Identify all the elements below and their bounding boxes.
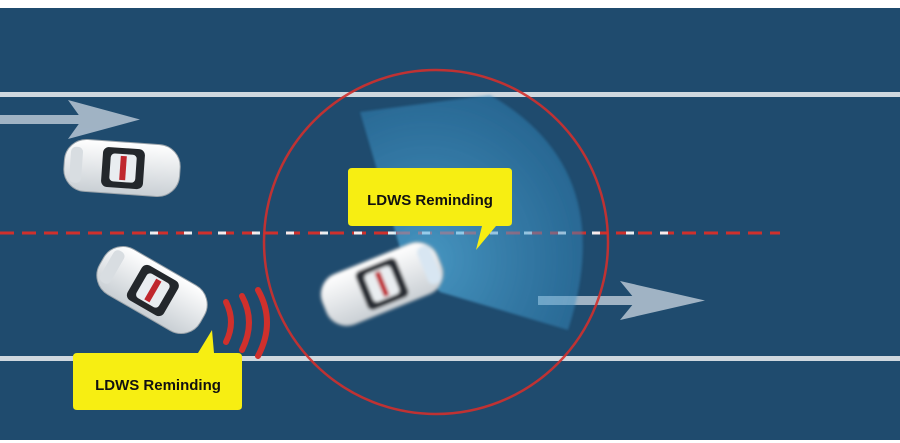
car-icon [63, 138, 181, 198]
lane-edge-bottom [0, 356, 900, 361]
car-icon [320, 241, 444, 327]
warning-circle [262, 68, 610, 416]
ldws-callout-front: LDWS Reminding [348, 168, 512, 250]
right-arrow-icon [538, 281, 705, 320]
ldws-callout-rear: LDWS Reminding [73, 330, 242, 410]
callout-label-rear: LDWS Reminding [95, 377, 221, 394]
right-arrow-icon [0, 100, 140, 139]
lane-edge-top [0, 92, 900, 97]
car-icon [96, 246, 208, 334]
callout-label-front: LDWS Reminding [367, 192, 493, 209]
warning-wave-icon [223, 287, 270, 359]
